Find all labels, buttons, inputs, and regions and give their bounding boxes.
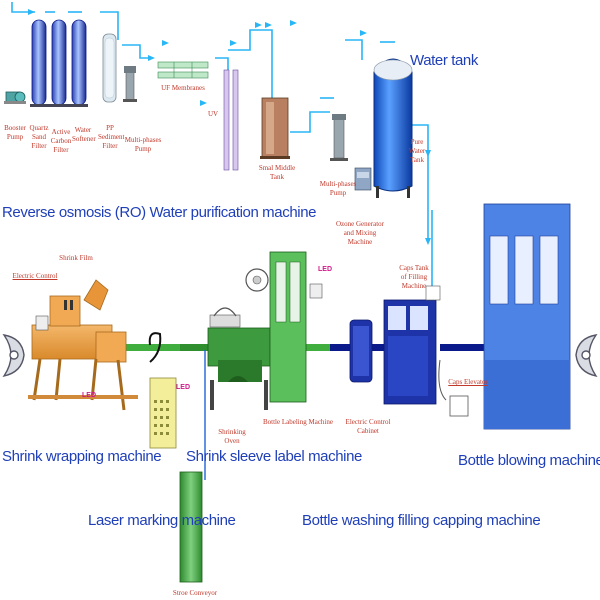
- ozone-generator-shape: [354, 167, 372, 191]
- caps-elevator-shape: [438, 359, 469, 417]
- title-bottle-blowing: Bottle blowing machine: [458, 452, 600, 469]
- electric-cabinet-shape: [349, 319, 373, 383]
- water-tank-shape: [373, 58, 413, 198]
- uv-sterilizer-shape: [223, 69, 239, 171]
- filter-cylinders: [30, 19, 88, 107]
- multi-phase-pump-shape: [123, 66, 137, 102]
- label-bottle-labeling-machine: Bottle Labeling Machine: [263, 418, 333, 426]
- label-uv: UV: [207, 110, 219, 118]
- label-pure-water-tank: Pure Water Tank: [408, 138, 426, 164]
- bottle-blower-shape: [483, 203, 571, 430]
- laser-machine-shape: [148, 332, 203, 583]
- label-quartz-sand-filter: Quartz Sand Filter: [29, 124, 49, 150]
- water-pipes: [11, 2, 433, 290]
- label-small-middle-tank: Smal Middle Tank: [258, 164, 296, 181]
- label-roll-shape: [245, 268, 269, 292]
- label-active-carbon-filter: Active Carbon Filter: [50, 128, 72, 154]
- label-led-1: LED: [82, 392, 96, 399]
- label-multi-phases-pump-2: Multi-phases Pump: [319, 180, 357, 197]
- multi-phase-pump-2-shape: [330, 114, 348, 161]
- shrinking-oven-shape: [207, 307, 271, 410]
- label-multi-phases-pump: Multi-phases Pump: [124, 136, 162, 153]
- label-caps-elevator: Caps Elevator: [448, 378, 488, 386]
- left-gripper-shape: [2, 334, 25, 378]
- label-booster-pump: Booster Pump: [4, 124, 26, 141]
- label-electric-control-cabinet: Electric Control Cabinet: [345, 418, 391, 435]
- booster-pump-shape: [4, 91, 26, 104]
- uf-membranes-shape: [157, 61, 209, 79]
- label-caps-tank: Caps Tank of Filling Machine: [399, 264, 429, 290]
- label-led-2: LED: [176, 384, 190, 391]
- label-pp-sediment-filter: PP Sediment Filter: [98, 124, 125, 150]
- title-ro-machine: Reverse osmosis (RO) Water purification …: [2, 204, 317, 221]
- pp-sediment-filter-shape: [102, 33, 117, 103]
- right-gripper-shape: [575, 334, 598, 378]
- small-middle-tank-shape: [260, 97, 290, 159]
- shrink-wrapper-shape: [28, 279, 138, 411]
- flow-arrows: [28, 9, 431, 245]
- title-shrink-wrapping: Shrink wrapping machine: [2, 448, 162, 465]
- label-led-3: LED: [318, 266, 332, 273]
- label-conveyor-bottom: Stroe Conveyor: [172, 589, 218, 597]
- title-laser-marking: Laser marking machine: [88, 512, 236, 529]
- title-washing-filling: Bottle washing filling capping machine: [302, 512, 541, 529]
- label-uf-membranes: UF Membranes: [161, 84, 205, 92]
- filling-machine-shape: [383, 285, 441, 405]
- title-shrink-sleeve: Shrink sleeve label machine: [186, 448, 362, 465]
- label-shrink-film: Shrink Film: [59, 254, 93, 262]
- bottle-labeler-shape: [269, 251, 323, 403]
- label-electric-control: Electric Control: [12, 272, 58, 280]
- label-shrinking-oven: Shrinking Oven: [218, 428, 246, 445]
- label-ozone-generator: Ozone Generator and Mixing Machine: [335, 220, 384, 246]
- label-water-softener: Water Softener: [72, 126, 96, 143]
- title-water-tank: Water tank: [410, 52, 478, 69]
